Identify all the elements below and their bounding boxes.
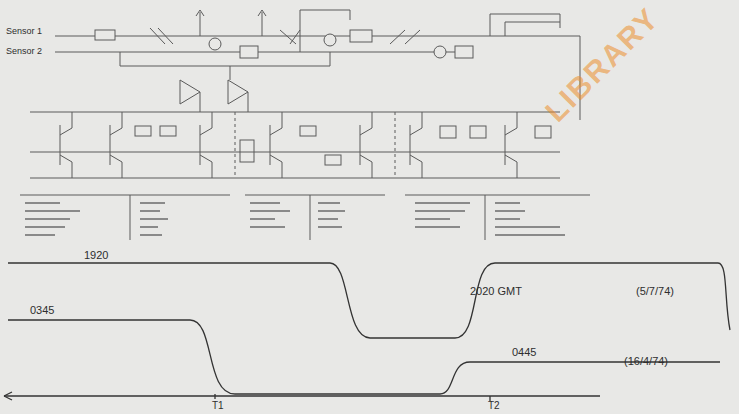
timing-waveforms	[4, 263, 730, 401]
watermark: LIBRARY	[540, 3, 665, 128]
axis-marker: T2	[488, 401, 500, 411]
axis-marker: T1	[212, 401, 224, 411]
time-value: 0345	[30, 305, 54, 316]
date-note: (16/4/74)	[624, 356, 668, 367]
date-note: (5/7/74)	[636, 286, 674, 297]
signal-name: Sensor 2	[6, 47, 42, 56]
time-value: 2020 GMT	[470, 286, 522, 297]
time-value: 0445	[512, 347, 536, 358]
time-value: 1920	[84, 250, 108, 261]
circuit-schematic	[20, 10, 590, 240]
signal-name: Sensor 1	[6, 27, 42, 36]
